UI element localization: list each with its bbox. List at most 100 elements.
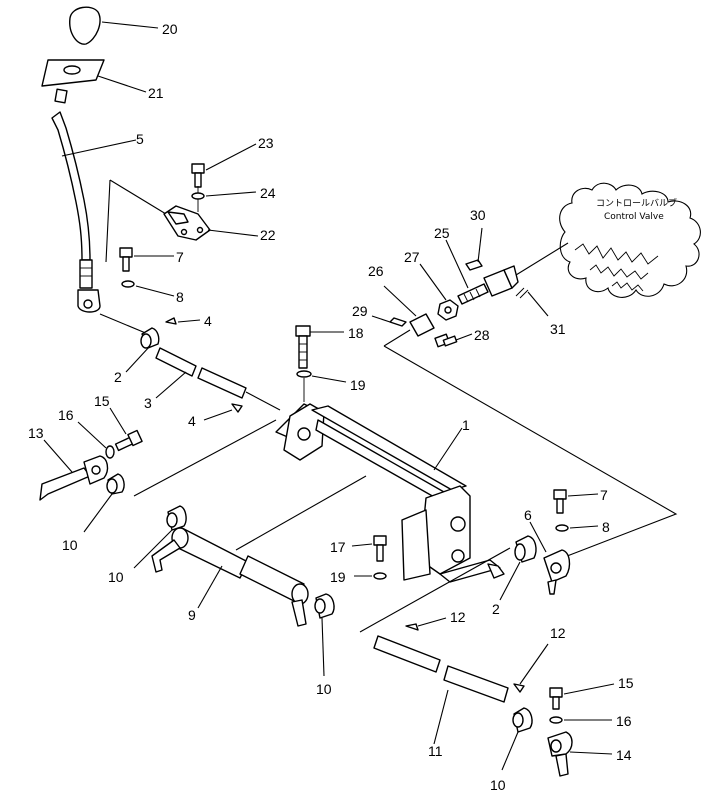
callout-16-left: 16 (58, 407, 74, 423)
leader-3 (155, 371, 187, 399)
part-22-bracket (163, 205, 211, 241)
leader-24 (205, 191, 257, 197)
leader-1 (433, 427, 463, 471)
leader-2a (125, 345, 151, 373)
part-2-bushing-right (514, 535, 537, 563)
leader-11 (433, 689, 449, 745)
callout-19-lower: 19 (330, 569, 346, 585)
callout-2-left: 2 (114, 369, 122, 385)
callout-8-upper: 8 (176, 289, 184, 305)
part-14-lever (547, 731, 573, 777)
part-25-rod-end (457, 265, 519, 305)
valve-connection-line (515, 242, 569, 276)
leader-10a (83, 493, 113, 533)
part-20-knob (69, 6, 101, 45)
part-7-bolt-right (553, 489, 567, 514)
leader-29 (371, 315, 391, 323)
part-8-washer-right (555, 524, 569, 532)
leader-26 (383, 285, 417, 317)
part-17-bolt (373, 535, 387, 562)
part-10-bushing-b (166, 505, 187, 531)
leader-7b (567, 493, 599, 497)
callout-28: 28 (474, 327, 490, 343)
leader-21 (97, 75, 147, 93)
callout-15-right: 15 (618, 675, 634, 691)
callout-26: 26 (368, 263, 384, 279)
part-19-washer-lower (373, 572, 387, 580)
guide-link-to-lever6 (383, 345, 678, 559)
part-27-nut (437, 299, 459, 321)
part-8-washer-upper (121, 280, 135, 288)
callout-25: 25 (434, 225, 450, 241)
leader-2b (499, 561, 521, 601)
part-30-pin (465, 259, 483, 271)
leader-23 (205, 143, 257, 171)
guide-link-left (383, 329, 411, 347)
leader-19a (311, 375, 347, 383)
callout-5: 5 (136, 131, 144, 147)
part-26-clevis (409, 313, 435, 337)
callout-22: 22 (260, 227, 276, 243)
callout-10-c: 10 (316, 681, 332, 697)
leader-15a (109, 407, 127, 435)
callout-3: 3 (144, 395, 152, 411)
leader-13 (43, 439, 73, 473)
guide-lever-to-bushing (99, 313, 149, 335)
part-31-cotter-pin (515, 287, 529, 299)
part-28-bolt (434, 333, 458, 348)
part-15-bolt-right (549, 687, 563, 710)
part-10-bushing-a (106, 473, 125, 495)
part-13-lever (39, 455, 109, 501)
leader-5 (61, 139, 137, 157)
callout-15-left: 15 (94, 393, 110, 409)
part-18-bolt (295, 325, 311, 369)
leader-12a (417, 617, 447, 627)
guide-shaft-to-frame (245, 391, 281, 411)
part-15-bolt-left (114, 429, 143, 452)
leader-17 (351, 543, 373, 547)
callout-9: 9 (188, 607, 196, 623)
callout-7-right: 7 (600, 487, 608, 503)
part-23-bolt (191, 163, 205, 188)
leader-10c (321, 617, 325, 677)
callout-19-upper: 19 (350, 377, 366, 393)
guide-frame-to-shaft11 (359, 547, 511, 633)
part-6-lever (543, 549, 571, 595)
leader-16a (77, 421, 107, 449)
leader-15b (563, 683, 615, 695)
callout-27: 27 (404, 249, 420, 265)
part-16-washer-right (549, 716, 563, 724)
callout-12-lower: 12 (550, 625, 566, 641)
callout-29: 29 (352, 303, 368, 319)
leader-9 (197, 565, 223, 609)
callout-6: 6 (524, 507, 532, 523)
leader-8a (135, 285, 175, 297)
callout-10-a: 10 (62, 537, 78, 553)
part-5-shift-lever (51, 88, 101, 313)
part-29-pin (389, 317, 407, 327)
callout-12-upper: 12 (450, 609, 466, 625)
leader-12b (519, 643, 549, 685)
callout-20: 20 (162, 21, 178, 37)
leader-28 (455, 333, 473, 341)
callout-1: 1 (462, 417, 470, 433)
part-10-bushing-c (314, 593, 335, 619)
leader-27 (419, 263, 447, 301)
callout-24: 24 (260, 185, 276, 201)
callout-2-right: 2 (492, 601, 500, 617)
leader-22 (207, 229, 259, 237)
callout-18: 18 (348, 325, 364, 341)
part-10-bushing-d (512, 707, 533, 733)
callout-14: 14 (616, 747, 632, 763)
callout-23: 23 (258, 135, 274, 151)
leader-20 (101, 21, 159, 29)
part-12-key-lower (513, 683, 525, 693)
guide-frame-to-shaft9 (235, 475, 367, 551)
callout-31: 31 (550, 321, 566, 337)
callout-8-right: 8 (602, 519, 610, 535)
leader-8b (569, 525, 599, 529)
part-21-boot-plate (41, 59, 105, 87)
callout-13: 13 (28, 425, 44, 441)
